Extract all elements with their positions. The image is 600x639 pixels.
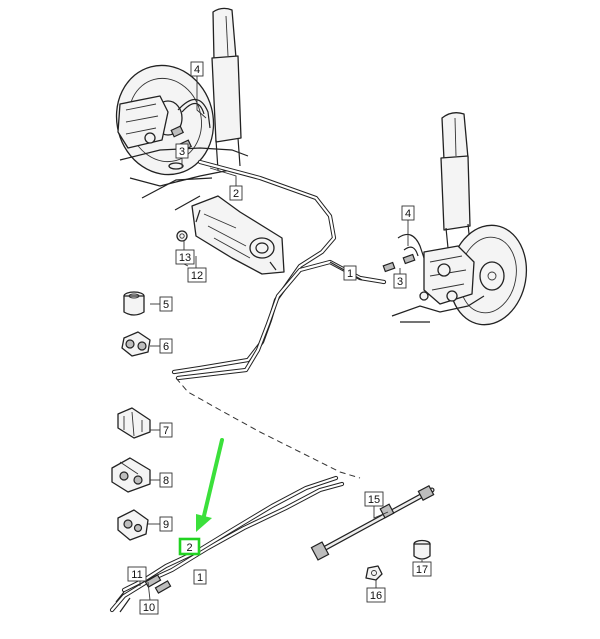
left-subframe-outline (119, 147, 249, 161)
bushing-part (123, 291, 145, 316)
clip-part-8 (111, 457, 151, 493)
callout-11: 11 (127, 566, 147, 582)
callout-15: 15 (364, 491, 384, 507)
nut (176, 230, 188, 242)
callout-2-upper-text: 2 (233, 188, 239, 200)
callout-3-right: 3 (393, 273, 407, 289)
callout-9: 9 (159, 516, 173, 532)
callout-1-lower-text: 1 (197, 572, 203, 584)
callout-8-text: 8 (163, 475, 169, 487)
callout-17-text: 17 (416, 564, 428, 576)
callout-1-upper-text: 1 (347, 268, 353, 280)
callout-12-text: 12 (191, 270, 203, 282)
long-bolt (310, 484, 435, 561)
callout-17: 17 (412, 561, 432, 577)
callout-12: 12 (187, 267, 207, 283)
clip-part-9 (117, 509, 149, 541)
left-suspension-assembly (115, 7, 249, 211)
callout-8: 8 (159, 472, 173, 488)
callout-13-text: 13 (179, 252, 191, 264)
callout-15-text: 15 (368, 494, 380, 506)
callout-1-lower: 1 (193, 569, 207, 585)
callout-16: 16 (366, 587, 386, 603)
callout-7: 7 (159, 422, 173, 438)
right-brake-caliper (423, 245, 475, 305)
callout-6-text: 6 (163, 341, 169, 353)
callout-2-lower-text: 2 (186, 542, 192, 554)
callout-6: 6 (159, 338, 173, 354)
callout-13: 13 (175, 249, 195, 265)
callout-5: 5 (159, 296, 173, 312)
callout-5-text: 5 (163, 299, 169, 311)
callout-4-left-text: 4 (194, 64, 200, 76)
highlight-arrow (196, 438, 224, 532)
clip-part-7 (117, 407, 151, 439)
callout-4-right-text: 4 (405, 208, 411, 220)
callout-7-text: 7 (163, 425, 169, 437)
callout-2-lower-highlighted: 2 (178, 537, 201, 556)
left-brake-caliper (117, 95, 169, 149)
brake-pipe-routing (109, 159, 387, 613)
callout-10-text: 10 (143, 602, 155, 614)
callout-2-upper: 2 (229, 185, 243, 201)
callout-1-upper: 1 (343, 265, 357, 281)
right-bolts (382, 253, 429, 301)
left-shock-absorber (211, 7, 242, 171)
right-suspension-assembly (382, 112, 528, 326)
callout-3-left: 3 (175, 143, 189, 159)
heat-shield-bracket (176, 195, 285, 275)
right-brake-hose (397, 233, 425, 259)
clip-part-6 (121, 331, 151, 357)
callout-9-text: 9 (163, 519, 169, 531)
callout-16-text: 16 (370, 590, 382, 602)
callout-10: 10 (139, 599, 159, 615)
small-nut (365, 565, 383, 581)
callout-4-left: 4 (190, 61, 204, 77)
callout-3-right-text: 3 (397, 276, 403, 288)
right-shock-absorber (440, 112, 471, 249)
leader-lines (139, 74, 423, 601)
callout-3-left-text: 3 (179, 146, 185, 158)
cap-part (413, 539, 431, 560)
callout-4-right: 4 (401, 205, 415, 221)
callout-11-text: 11 (131, 569, 142, 581)
